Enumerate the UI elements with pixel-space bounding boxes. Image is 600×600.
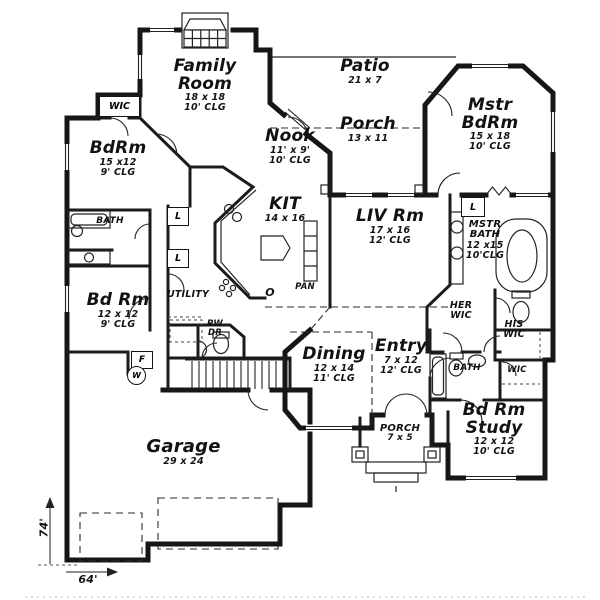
powder-room-label: PW DR (206, 319, 223, 338)
room-label-back-porch: Porch 13 x 11 (340, 114, 396, 144)
pantry-label: PAN (295, 282, 315, 292)
oven-label: O (265, 286, 275, 299)
water-heater-label: W (127, 366, 146, 385)
room-label-dining: Dining 12 x 14 11' CLG (302, 344, 366, 384)
dimension-height-label: 74' (37, 518, 51, 538)
linen-closet-label-1: L (167, 207, 189, 226)
dimension-width-label: 64' (78, 573, 98, 586)
utility-label: UTILITY (166, 289, 210, 300)
room-ceiling: 10' CLG (184, 102, 226, 114)
room-label-family-room: Family Room 18 x 18 10' CLG (150, 56, 260, 114)
her-wic-label: HER WIC (449, 300, 473, 321)
room-label-patio: Patio 21 x 7 (340, 56, 390, 86)
room-label-bedroom-front: BdRm 15 x12 9' CLG (89, 138, 147, 178)
windows (63, 26, 557, 482)
garage-bay-outlines (79, 497, 279, 562)
room-label-garage: Garage 29 x 24 (146, 436, 221, 467)
master-closet-label: L (461, 197, 485, 217)
room-name: Family Room (173, 56, 237, 94)
room-label-master-bedroom: Mstr BdRm 15 x 18 10' CLG (461, 95, 519, 153)
front-porch-steps (351, 446, 441, 492)
his-wic-label: HIS WIC (503, 319, 525, 340)
room-label-living-room: LIV Rm 17 x 16 12' CLG (355, 206, 425, 246)
room-size: 18 x 18 (184, 92, 226, 104)
shelf-lines (168, 316, 541, 385)
furnace-label: F (131, 351, 153, 369)
room-label-bedroom-rear: Bd Rm 12 x 12 9' CLG (86, 290, 150, 330)
closet-label-wic-front: WIC (99, 96, 140, 117)
room-label-entry: Entry 7 x 12 12' CLG (374, 336, 428, 376)
room-label-master-bath: MSTR BATH 12 x15 10'CLG (465, 219, 505, 261)
dimension-lines (25, 497, 585, 598)
room-label-front-porch: PORCH 7 x 5 (379, 423, 421, 444)
doors (109, 91, 517, 423)
bath-label-rear: BATH (453, 363, 481, 373)
bath-label-front: BATH (96, 216, 124, 226)
room-label-nook: Nook 11' x 9' 10' CLG (265, 126, 315, 166)
fireplace-chimney (181, 12, 229, 49)
interior-walls (65, 93, 555, 454)
ceiling-break-lines (265, 127, 448, 425)
room-label-bedroom-study: Bd Rm Study 12 x 12 10' CLG (462, 400, 526, 458)
staircase (185, 359, 290, 389)
linen-closet-label-2: L (167, 249, 189, 268)
room-label-kitchen: KIT 14 x 16 (264, 194, 306, 224)
fixtures (67, 184, 548, 399)
wic-label-rear: WIC (507, 365, 527, 375)
